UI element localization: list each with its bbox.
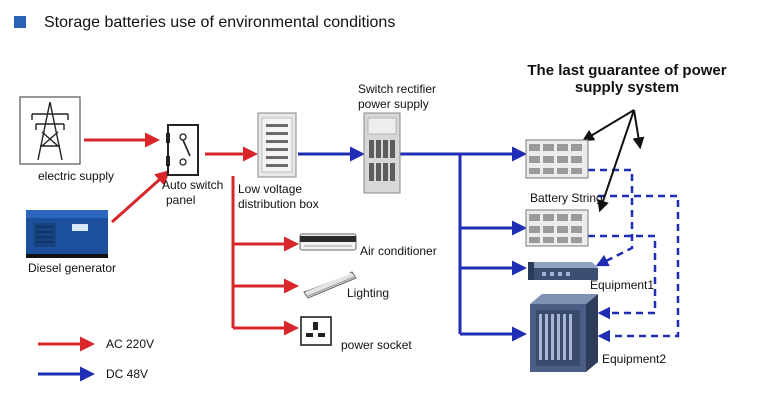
- label-rectifier-line1: Switch rectifier: [358, 82, 437, 96]
- router-icon: [528, 262, 598, 280]
- dc-connections: [298, 146, 527, 342]
- label-power-socket: power socket: [341, 338, 412, 352]
- label-auto-switch-line2: panel: [166, 193, 196, 207]
- air-conditioner-icon: [299, 233, 357, 251]
- diagram-title: Storage batteries use of environmental c…: [44, 14, 396, 31]
- label-air-conditioner: Air conditioner: [360, 244, 437, 258]
- dc-backup-loops: [588, 168, 680, 343]
- callout-line-2: supply system: [574, 79, 680, 97]
- legend-ac-label: AC 220V: [106, 337, 155, 351]
- label-low-voltage-line2: distribution box: [238, 197, 319, 211]
- distribution-cabinet-icon: [257, 112, 297, 178]
- title-bullet: [14, 16, 26, 28]
- legend-dc-label: DC 48V: [106, 367, 149, 381]
- server-rack-icon: [530, 294, 598, 372]
- backup-loop-upper: [588, 168, 634, 267]
- battery-icon-second: [525, 209, 589, 247]
- rectifier-cabinet-icon: [363, 112, 401, 194]
- battery-icon: [525, 139, 589, 179]
- backup-loop-lower: [588, 234, 657, 320]
- label-rectifier-line2: power supply: [358, 97, 429, 111]
- callout-text: The last guarantee of power supply syste…: [512, 62, 742, 97]
- label-electric-supply: electric supply: [38, 169, 115, 183]
- label-equipment1: Equipment1: [590, 278, 655, 292]
- ac-generator-to-switch: [111, 170, 171, 224]
- label-low-voltage-line1: Low voltage: [238, 182, 303, 196]
- switch-panel-icon: [166, 124, 199, 176]
- lamp-icon: [303, 271, 357, 299]
- label-auto-switch-line1: Auto switch: [162, 178, 224, 192]
- power-tower-icon: [19, 96, 81, 165]
- label-equipment2: Equipment2: [602, 352, 667, 366]
- backup-loop-outer: [597, 194, 680, 343]
- callout-arrows: [581, 109, 645, 213]
- socket-icon: [300, 316, 332, 346]
- generator-icon: [26, 210, 108, 258]
- label-lighting: Lighting: [347, 286, 390, 300]
- label-battery-string: Battery String: [530, 191, 603, 205]
- callout-line-1: The last guarantee of power: [527, 62, 727, 79]
- label-diesel-generator: Diesel generator: [28, 261, 117, 275]
- ac-connections: [84, 132, 299, 336]
- legend-lines: [38, 336, 95, 382]
